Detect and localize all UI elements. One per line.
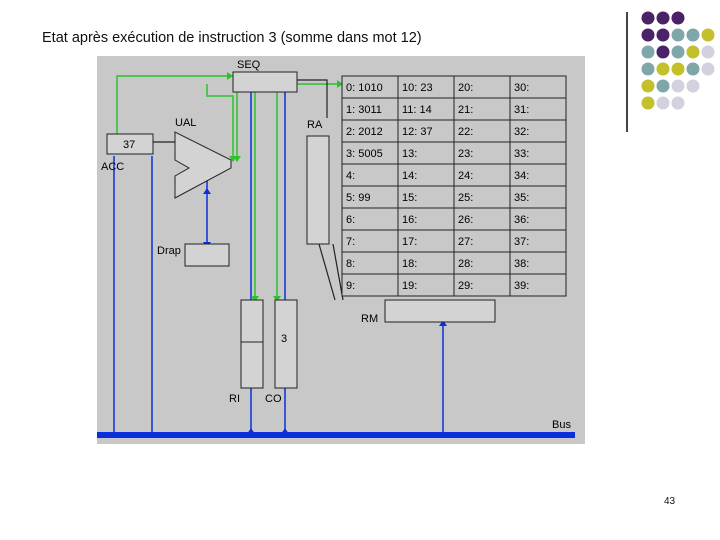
memory-cell: 6: bbox=[346, 214, 355, 226]
memory-cell: 12: 37 bbox=[402, 126, 433, 138]
drap-label: Drap bbox=[157, 245, 181, 257]
decorative-divider bbox=[626, 12, 628, 132]
decor-dot bbox=[656, 62, 670, 76]
memory-cell: 11: 14 bbox=[402, 104, 432, 116]
memory-cell: 1: 3011 bbox=[346, 104, 382, 116]
memory-cell: 14: bbox=[402, 170, 417, 182]
decor-dot bbox=[686, 28, 700, 42]
memory-cell: 39: bbox=[514, 280, 529, 292]
control-lines bbox=[116, 75, 337, 300]
memory-cell: 37: bbox=[514, 236, 529, 248]
memory-cell: 3: 5005 bbox=[346, 148, 383, 160]
decor-dot bbox=[686, 45, 700, 59]
memory-cell: 13: bbox=[402, 148, 417, 160]
seq-label: SEQ bbox=[237, 59, 261, 71]
memory-cell: 20: bbox=[458, 82, 473, 94]
co-value: 3 bbox=[281, 333, 287, 345]
alu-shape bbox=[174, 131, 232, 199]
decor-dot bbox=[656, 28, 670, 42]
decor-dot bbox=[686, 79, 700, 93]
ri-register bbox=[240, 299, 264, 389]
acc-label: ACC bbox=[101, 161, 124, 173]
bus-label: Bus bbox=[552, 419, 571, 431]
memory-cell: 32: bbox=[514, 126, 529, 138]
memory-cell: 34: bbox=[514, 170, 529, 182]
decor-dot bbox=[656, 45, 670, 59]
decor-dot bbox=[701, 28, 715, 42]
memory-cell: 5: 99 bbox=[346, 192, 370, 204]
memory-cell: 29: bbox=[458, 280, 473, 292]
decor-dot bbox=[671, 28, 685, 42]
ual-label: UAL bbox=[175, 117, 196, 129]
control-arrows bbox=[227, 72, 343, 302]
page-number: 43 bbox=[664, 496, 676, 507]
memory-cell: 28: bbox=[458, 258, 473, 270]
rm-label: RM bbox=[361, 313, 378, 325]
acc-value: 37 bbox=[123, 139, 135, 151]
decor-dot bbox=[686, 62, 700, 76]
decor-dot bbox=[656, 79, 670, 93]
decor-dot bbox=[671, 11, 685, 25]
address-lines bbox=[297, 79, 344, 301]
decor-dot bbox=[641, 79, 655, 93]
memory-cell: 33: bbox=[514, 148, 529, 160]
decor-dot bbox=[656, 96, 670, 110]
memory-cell: 23: bbox=[458, 148, 473, 160]
slide-title: Etat après exécution de instruction 3 (s… bbox=[42, 30, 422, 46]
decor-dot bbox=[641, 28, 655, 42]
ra-label: RA bbox=[307, 119, 323, 131]
memory-cell: 22: bbox=[458, 126, 473, 138]
decor-dot bbox=[671, 45, 685, 59]
decor-dot bbox=[641, 45, 655, 59]
memory-cell: 18: bbox=[402, 258, 417, 270]
memory-cell: 0: 1010 bbox=[346, 82, 383, 94]
memory-cell: 8: bbox=[346, 258, 355, 270]
rm-register bbox=[384, 299, 496, 323]
memory-cell: 30: bbox=[514, 82, 529, 94]
memory-cell: 26: bbox=[458, 214, 473, 226]
memory-cell: 9: bbox=[346, 280, 355, 292]
memory-cell: 15: bbox=[402, 192, 417, 204]
co-label: CO bbox=[265, 393, 282, 405]
decor-dot bbox=[641, 62, 655, 76]
memory-cell: 27: bbox=[458, 236, 473, 248]
drap-box bbox=[184, 243, 230, 267]
memory-cell: 31: bbox=[514, 104, 529, 116]
decor-dot bbox=[671, 62, 685, 76]
memory-cell: 10: 23 bbox=[402, 82, 433, 94]
decor-dot bbox=[641, 96, 655, 110]
memory-cell: 19: bbox=[402, 280, 417, 292]
decor-dot bbox=[671, 79, 685, 93]
ri-label: RI bbox=[229, 393, 240, 405]
decor-dot bbox=[641, 11, 655, 25]
memory-cell: 38: bbox=[514, 258, 529, 270]
memory-cell: 4: bbox=[346, 170, 355, 182]
seq-box bbox=[232, 71, 298, 93]
memory-cell: 35: bbox=[514, 192, 529, 204]
memory-grid: 0: 1010 10: 23 20: 30: 1: 3011 11: 14 21: 31: 2:… bbox=[341, 75, 567, 297]
cpu-diagram: SEQ 37 ACC UAL Drap RA 0: 1010 10: 23 20: 3… bbox=[97, 56, 585, 444]
memory-cell: 24: bbox=[458, 170, 473, 182]
memory-cell: 25: bbox=[458, 192, 473, 204]
memory-cell: 21: bbox=[458, 104, 473, 116]
decor-dot bbox=[656, 11, 670, 25]
memory-cell: 16: bbox=[402, 214, 417, 226]
co-register bbox=[274, 299, 298, 389]
cpu-diagram-svg: SEQ 37 ACC UAL Drap RA 0: 1010 10: 23 20: 3… bbox=[97, 59, 575, 438]
memory-cell: 17: bbox=[402, 236, 417, 248]
ra-register bbox=[306, 135, 330, 245]
memory-cell: 36: bbox=[514, 214, 529, 226]
memory-cell: 2: 2012 bbox=[346, 126, 383, 138]
acc-register bbox=[106, 133, 154, 155]
decor-dot bbox=[701, 45, 715, 59]
memory-cell: 7: bbox=[346, 236, 355, 248]
decor-dot bbox=[701, 62, 715, 76]
decor-dot bbox=[671, 96, 685, 110]
